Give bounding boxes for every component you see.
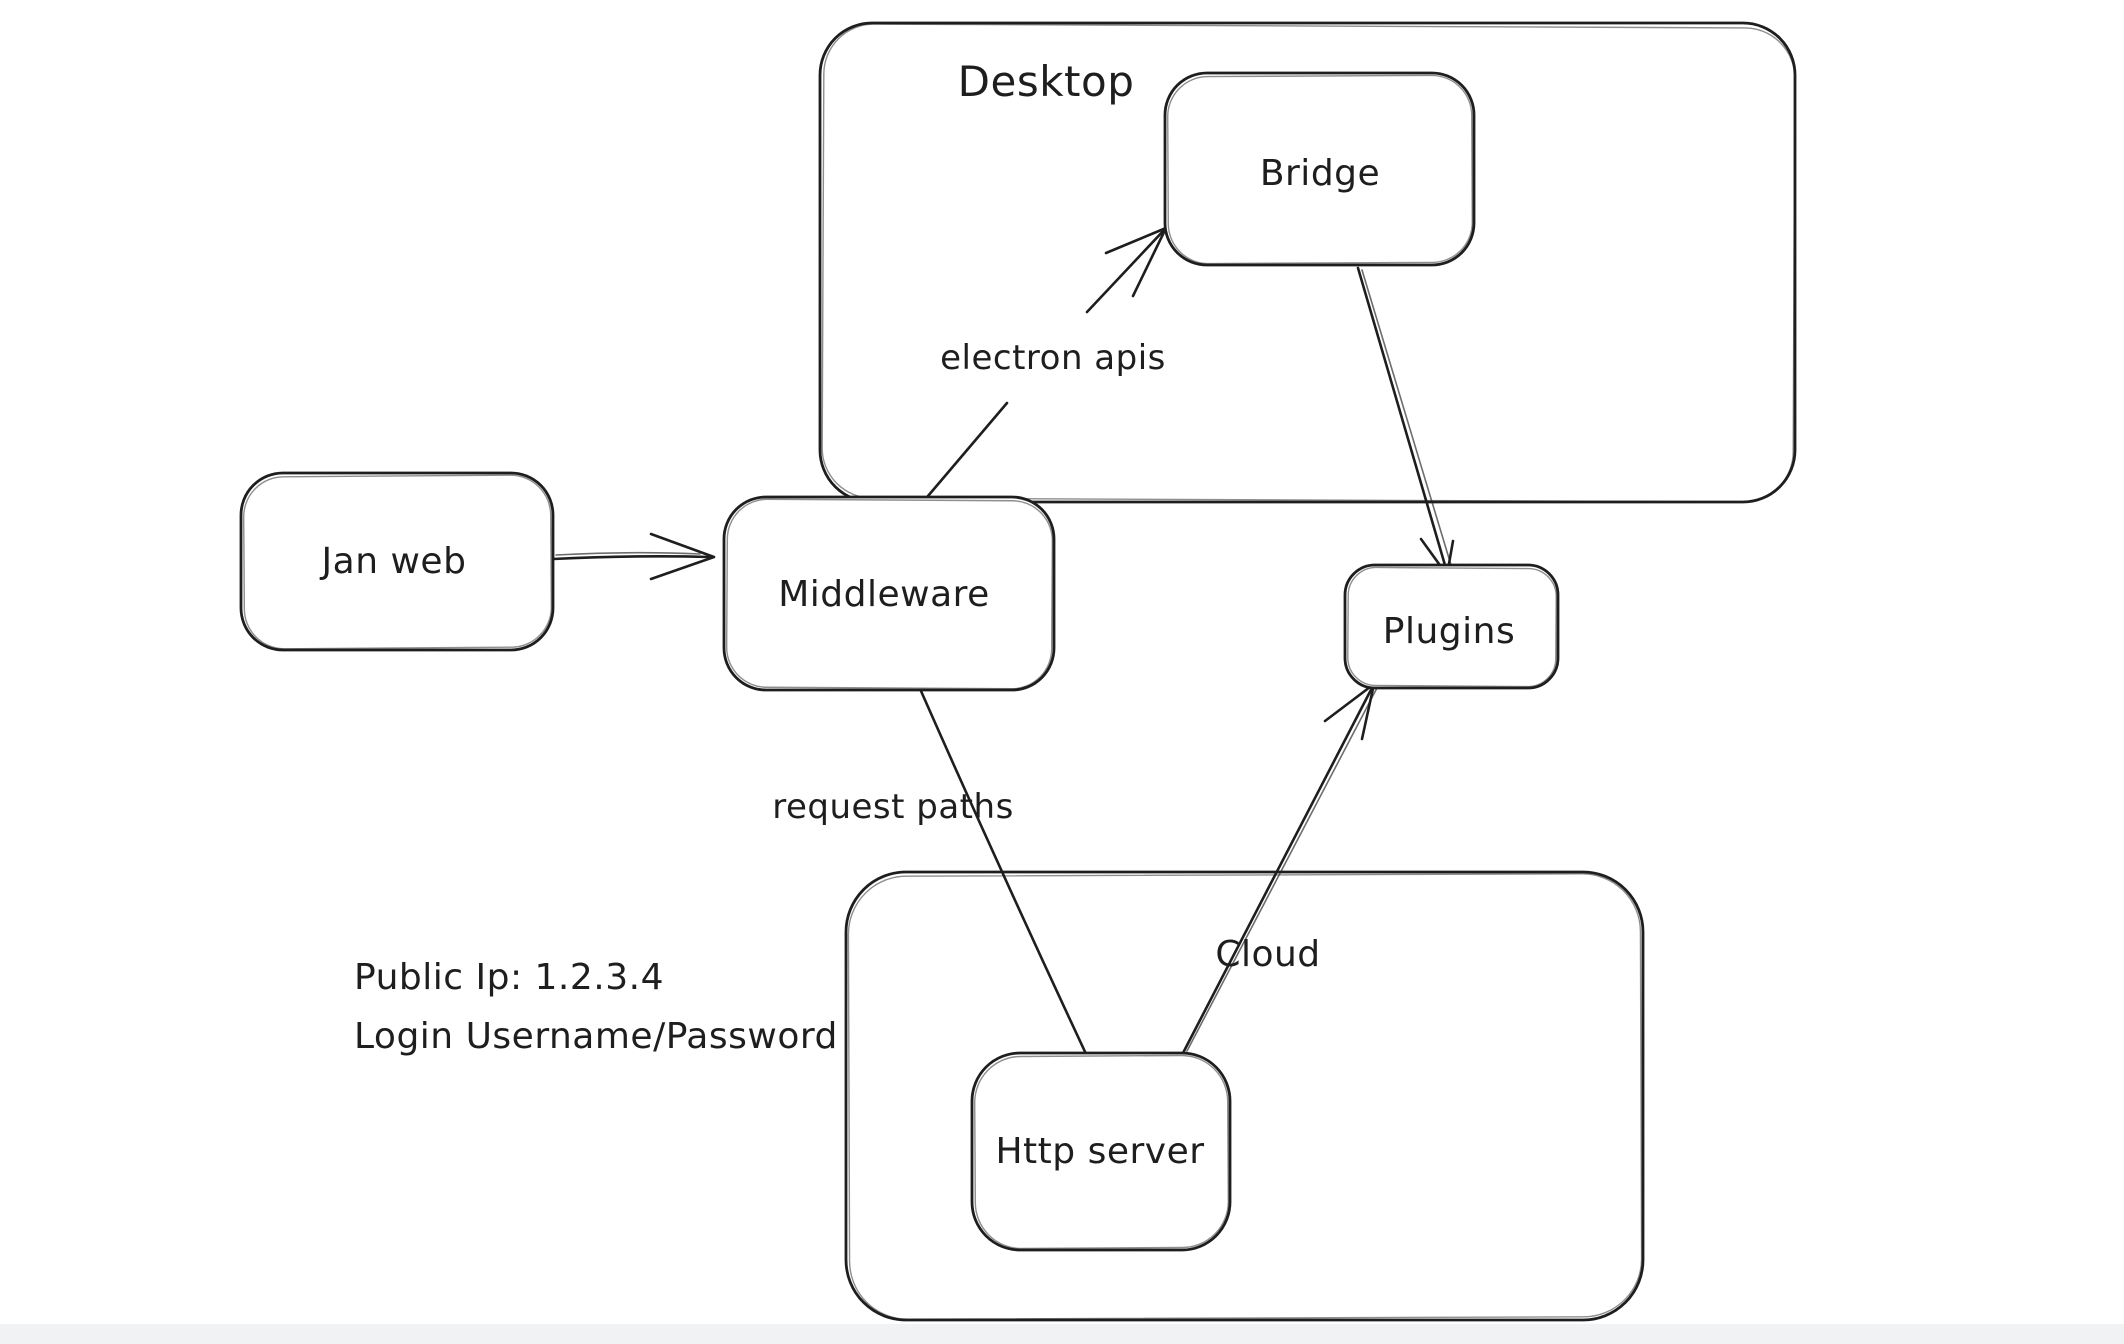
node-bridge-label: Bridge bbox=[1260, 153, 1380, 194]
node-plugins[interactable]: Plugins bbox=[1343, 563, 1560, 690]
annotation-public-ip: Public Ip: 1.2.3.4 bbox=[354, 957, 664, 998]
node-middleware-label: Middleware bbox=[778, 574, 990, 615]
edge-label-electron-apis: electron apis bbox=[940, 338, 1166, 378]
node-http-server-label: Http server bbox=[995, 1131, 1204, 1172]
node-http-server[interactable]: Http server bbox=[970, 1051, 1232, 1252]
node-middleware[interactable]: Middleware bbox=[722, 495, 1056, 692]
footer-band bbox=[0, 1324, 2124, 1344]
annotation-login: Login Username/Password bbox=[354, 1016, 838, 1057]
node-jan-web[interactable]: Jan web bbox=[239, 471, 555, 652]
edge-jan-web-to-middleware bbox=[551, 532, 716, 581]
arrowhead-into-middleware bbox=[649, 532, 716, 581]
edge-middleware-to-http-server bbox=[919, 689, 1089, 1058]
node-jan-web-label: Jan web bbox=[320, 541, 467, 582]
container-cloud-label: Cloud bbox=[1215, 934, 1320, 975]
node-bridge[interactable]: Bridge bbox=[1163, 71, 1476, 267]
node-plugins-label: Plugins bbox=[1383, 611, 1515, 652]
edge-label-request-paths: request paths bbox=[772, 787, 1014, 827]
container-desktop-label: Desktop bbox=[958, 57, 1135, 106]
